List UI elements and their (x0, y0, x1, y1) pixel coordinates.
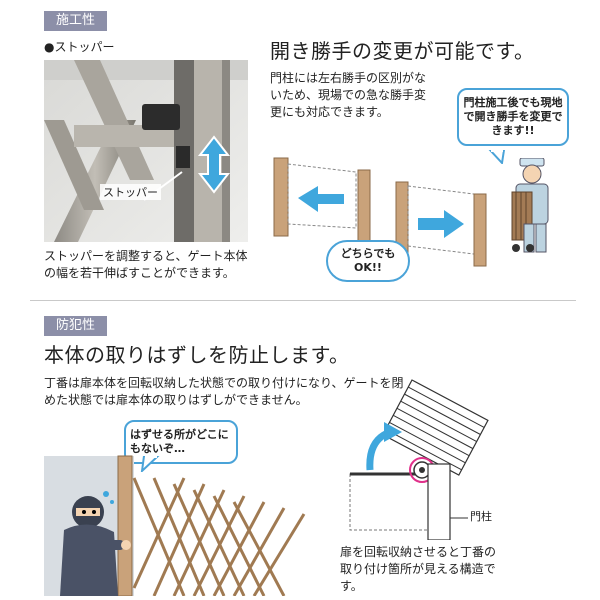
section2-description: 丁番は扉本体を回転収納した状態での取り付けになり、ゲートを閉めた状態では扉本体の… (44, 376, 404, 407)
thief-gate-illustration (44, 448, 310, 597)
stopper-photo (44, 60, 248, 242)
section1-description: 門柱には左右勝手の区別がないため、現場での急な勝手変更にも対応できます。 (270, 71, 427, 119)
hinge-description: 扉を回転収納させると丁番の取り付け箇所が見える構造です。 (340, 545, 497, 593)
section-tag-construction: 施工性 (44, 11, 108, 31)
either-ok-bubble: どちらでもOK!! (326, 240, 410, 282)
hinge-diagram (340, 370, 500, 541)
stopper-callout: ストッパー (100, 184, 161, 200)
worker-illustration (508, 157, 564, 258)
section-divider (30, 300, 576, 301)
worker-speech-bubble: 門柱施工後でも現地で開き勝手を変更できます!! (457, 88, 569, 146)
section2-title: 本体の取りはずしを防止します。 (44, 343, 350, 367)
section-tag-security: 防犯性 (44, 316, 108, 336)
thief-speech-bubble: はずせる所がどこにもないぞ… (124, 420, 238, 464)
post-label: 門柱 (470, 510, 492, 523)
stopper-description: ストッパーを調整すると、ゲート本体の幅を若干伸ばすことができます。 (44, 249, 248, 280)
thief-bubble-tail-icon (140, 456, 160, 472)
gate-direction-illustration (268, 150, 488, 270)
stopper-label: ●ストッパー (44, 40, 115, 54)
section1-title: 開き勝手の変更が可能です。 (270, 39, 535, 63)
worker-bubble-tail-icon (488, 150, 506, 164)
